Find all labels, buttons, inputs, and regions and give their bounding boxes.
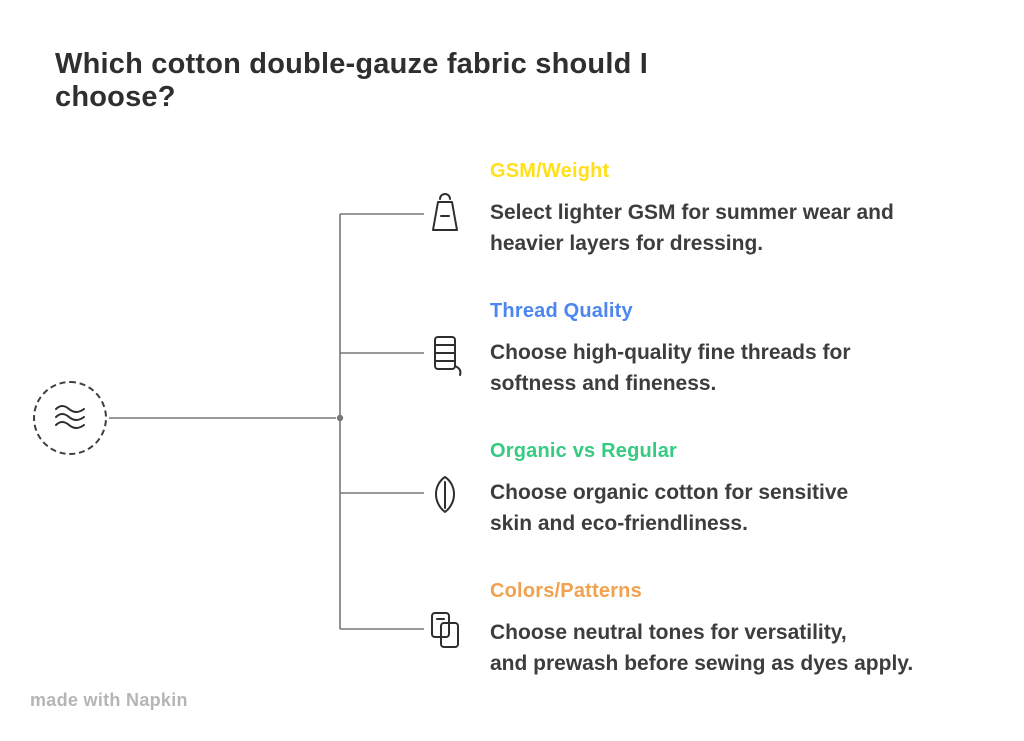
watermark: made with Napkin xyxy=(30,690,188,710)
thread-spool-icon xyxy=(426,330,464,378)
branch-text-gsm-weight: Select lighter GSM for summer wear and h… xyxy=(490,201,894,255)
fabric-icon xyxy=(49,395,91,442)
branch-label-colors-patterns: Colors/Patterns xyxy=(490,580,642,602)
branch-text-organic-vs-regular: Choose organic cotton for sensitive skin… xyxy=(490,481,849,535)
branch-text-colors-patterns: Choose neutral tones for versatility, an… xyxy=(490,621,914,675)
branch-colors-patterns: Colors/Patterns Choose neutral tones for… xyxy=(490,580,980,679)
branch-thread-quality: Thread Quality Choose high-quality fine … xyxy=(490,300,980,399)
branch-text-thread-quality: Choose high-quality fine threads for sof… xyxy=(490,341,851,395)
branch-gsm-weight: GSM/Weight Select lighter GSM for summer… xyxy=(490,160,980,259)
page-title: Which cotton double-gauze fabric should … xyxy=(55,48,649,113)
root-node xyxy=(33,381,107,455)
branch-label-gsm-weight: GSM/Weight xyxy=(490,160,610,182)
branch-organic-vs-regular: Organic vs Regular Choose organic cotton… xyxy=(490,440,980,539)
branch-label-thread-quality: Thread Quality xyxy=(490,300,633,322)
weight-icon xyxy=(426,190,464,238)
leaf-icon xyxy=(426,470,464,518)
palette-icon xyxy=(426,605,464,653)
branch-label-organic-vs-regular: Organic vs Regular xyxy=(490,440,677,462)
